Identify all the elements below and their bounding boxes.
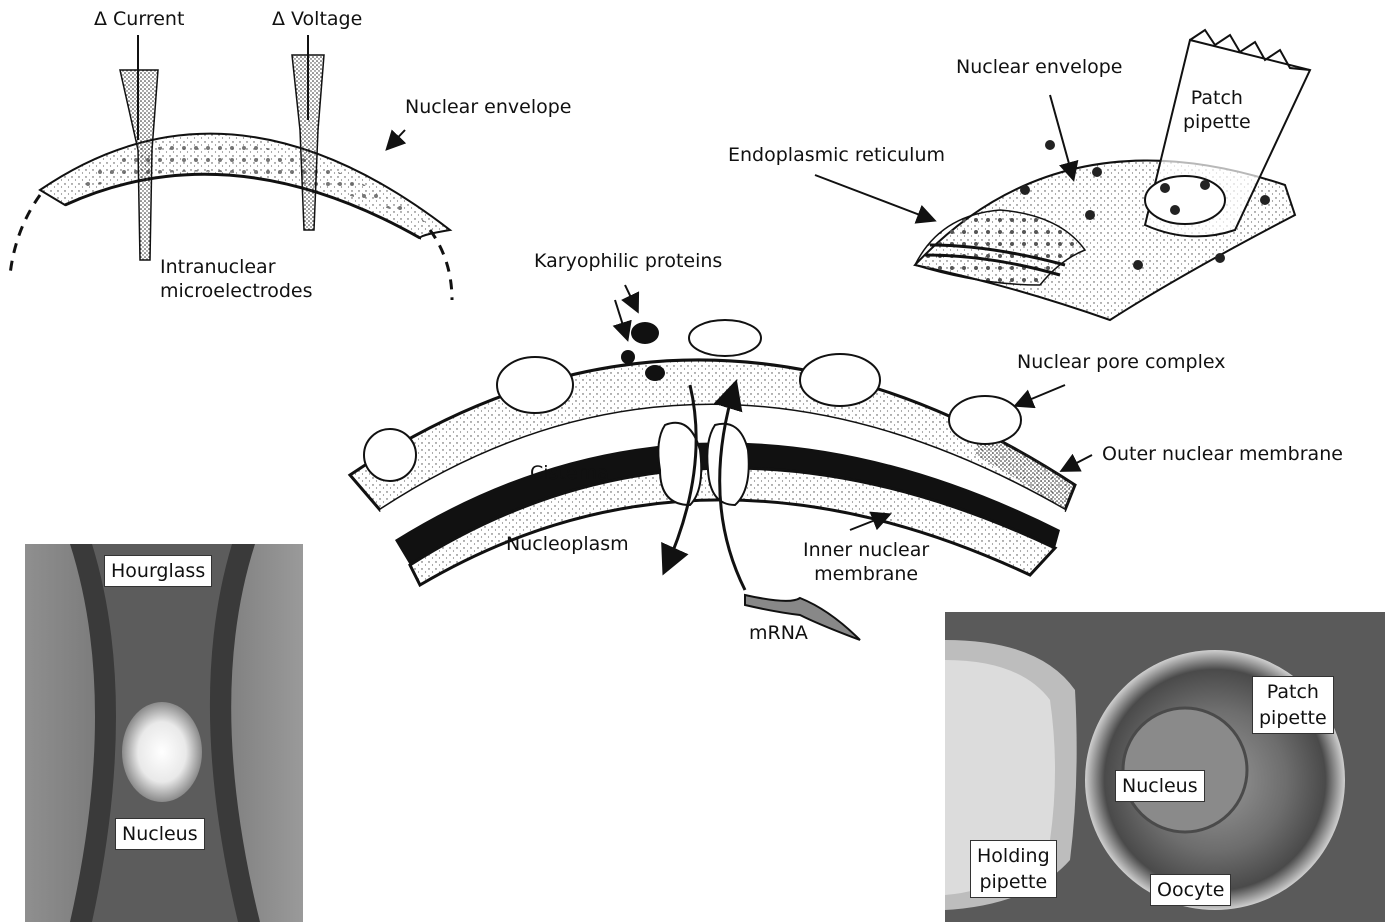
outer-membrane-label: Outer nuclear membrane [1102,442,1343,466]
er-label: Endoplasmic reticulum [728,143,945,167]
voltage-label: Δ Voltage [272,7,362,31]
er-arrow [815,175,933,220]
electrode-label: Intranuclear microelectrodes [160,255,312,303]
patch-pipette-label: Patch pipette [1183,86,1251,134]
glowing-nucleus [122,702,202,802]
patch-envelope-label: Nuclear envelope [956,55,1122,79]
oocyte-patch-label: Patch pipette [1252,676,1334,734]
mic-envelope-label: Nuclear envelope [405,95,571,119]
cisterna-label: Cisterna [530,461,609,485]
patch-envelope-arrow [1050,95,1073,178]
oocyte-nucleus-label: Nucleus [1115,770,1205,802]
hourglass-photo [25,544,303,922]
dashed-nucleus-left [10,195,40,275]
pore-diagram-panel [350,285,1092,640]
outer-membrane-arrow [1063,455,1092,470]
hourglass-nucleus-label: Nucleus [115,818,205,850]
npc-label: Nuclear pore complex [1017,350,1226,374]
current-label: Δ Current [94,7,184,31]
proteins-arrow-1 [615,300,627,338]
karyophilic-label: Karyophilic proteins [534,249,722,273]
pipette-seal [1145,176,1225,224]
proteins-arrow-2 [625,285,637,310]
npc-arrow [1017,385,1065,405]
hourglass-label: Hourglass [104,555,212,587]
inner-membrane-label: Inner nuclear membrane [803,538,929,586]
envelope-pointer-arrow [388,130,405,148]
nucleoplasm-label: Nucleoplasm [506,532,629,556]
oocyte-label: Oocyte [1150,874,1231,906]
mrna-label: mRNA [749,621,808,645]
dashed-nucleus-right [430,230,452,300]
holding-pipette-label: Holding pipette [970,840,1057,898]
voltage-electrode [292,35,324,230]
